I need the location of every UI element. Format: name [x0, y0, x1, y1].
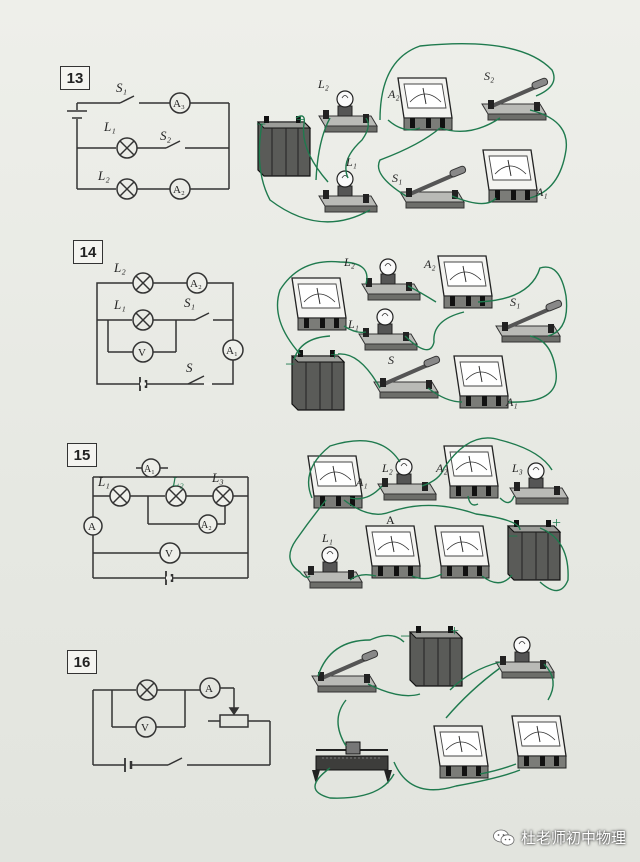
- label-v: V: [141, 722, 149, 734]
- label-v: V: [165, 548, 173, 560]
- watermark: 杜老师初中物理: [493, 827, 626, 848]
- battery-plus-mark: +: [330, 347, 339, 364]
- app-label-s1: S₁: [392, 171, 402, 185]
- lamp-l1: [303, 546, 363, 589]
- app-label-l2: L₂: [343, 255, 355, 269]
- switch-s1: [398, 163, 469, 210]
- ammeter-a2: [443, 445, 499, 499]
- label-a1: A₁: [226, 345, 238, 357]
- ammeter: [511, 715, 567, 769]
- app-label-a1: A₁: [355, 475, 368, 489]
- label-s1: S₁: [184, 295, 195, 310]
- app-label-a1: A₁: [505, 395, 518, 409]
- label-l1: L₁: [97, 474, 110, 489]
- app-label-l1: L₁: [321, 531, 333, 545]
- problem-16-schematic: [92, 677, 271, 772]
- app-label-s1: S₁: [510, 295, 520, 309]
- problem-13-wires: [258, 43, 568, 223]
- voltmeter: [433, 725, 489, 779]
- problem-14-apparatus: [291, 255, 565, 411]
- switch-s: [372, 353, 443, 400]
- ammeter-a2: [397, 77, 453, 131]
- battery-minus-mark: −: [508, 526, 518, 546]
- problem-13-apparatus: [257, 75, 551, 213]
- ammeter-a1: [307, 455, 363, 509]
- lamp-l2: [361, 258, 421, 301]
- problem-15-wires: [289, 437, 569, 592]
- problem-14-number: 14: [73, 240, 103, 264]
- app-label-a2: A₂: [423, 257, 436, 271]
- voltmeter: [291, 277, 347, 331]
- app-label-s2: S₂: [484, 69, 494, 83]
- label-s: S: [186, 360, 193, 375]
- label-a: A: [205, 683, 213, 695]
- ammeter-a: [365, 525, 421, 579]
- battery-plus-mark: +: [552, 515, 561, 532]
- app-label-a1: A₁: [535, 185, 548, 199]
- battery-minus-mark: −: [256, 114, 266, 134]
- app-label-a2: A₂: [435, 461, 448, 475]
- label-a2: A₂: [201, 520, 212, 531]
- switch-s1: [494, 297, 565, 344]
- problem-15-schematic: [83, 458, 249, 585]
- switch-s2: [480, 75, 551, 122]
- app-label-l1: L₁: [345, 155, 357, 169]
- label-l3: L₃: [211, 470, 224, 485]
- battery-plus-mark: +: [450, 623, 459, 640]
- app-label-a: A: [386, 513, 395, 527]
- problem-14-wires: [276, 260, 568, 403]
- battery-minus-mark: −: [285, 354, 295, 374]
- app-label-l2: L₂: [317, 77, 329, 91]
- ammeter-a2: [437, 255, 493, 309]
- lamp: [495, 636, 555, 679]
- problem-13-number: 13: [60, 66, 90, 90]
- label-l2: L₂: [97, 168, 110, 183]
- label-l1: L₁: [113, 297, 126, 312]
- switch: [310, 647, 381, 694]
- label-s1: S₁: [116, 80, 127, 95]
- problem-13-schematic: [67, 92, 230, 200]
- label-v: V: [138, 347, 146, 359]
- switch-s1-blade: [119, 95, 135, 104]
- app-label-a2: A₂: [387, 87, 400, 101]
- app-label-l2: L₂: [381, 461, 393, 475]
- wechat-icon: [493, 829, 515, 846]
- problem-14-schematic: [96, 272, 244, 391]
- label-a2: A₂: [190, 278, 202, 290]
- problem-16-number: 16: [67, 650, 97, 674]
- battery-plus-mark: +: [296, 112, 305, 129]
- ammeter-a1: [453, 355, 509, 409]
- label-a3: A₃: [173, 98, 185, 110]
- label-a2: A₂: [173, 184, 185, 196]
- battery-minus-mark: −: [400, 626, 410, 646]
- watermark-text: 杜老师初中物理: [520, 829, 626, 847]
- lamp-l1: [358, 308, 418, 351]
- label-a: A: [88, 521, 96, 533]
- app-label-l3: L₃: [511, 461, 523, 475]
- label-a1: A₁: [144, 464, 155, 475]
- problem-16-wires: [314, 634, 554, 799]
- label-s2: S₂: [160, 128, 172, 143]
- app-label-l1: L₁: [347, 317, 359, 331]
- rheostat: [311, 741, 393, 785]
- voltmeter: [434, 525, 490, 579]
- problem-16-apparatus: [310, 625, 567, 785]
- label-l2: L₂: [113, 260, 126, 275]
- ammeter-a1: [482, 149, 538, 203]
- label-l1: L₁: [103, 119, 116, 134]
- app-label-s: S: [388, 353, 394, 367]
- problem-15-number: 15: [67, 443, 97, 467]
- label-l2: L₂: [171, 474, 184, 489]
